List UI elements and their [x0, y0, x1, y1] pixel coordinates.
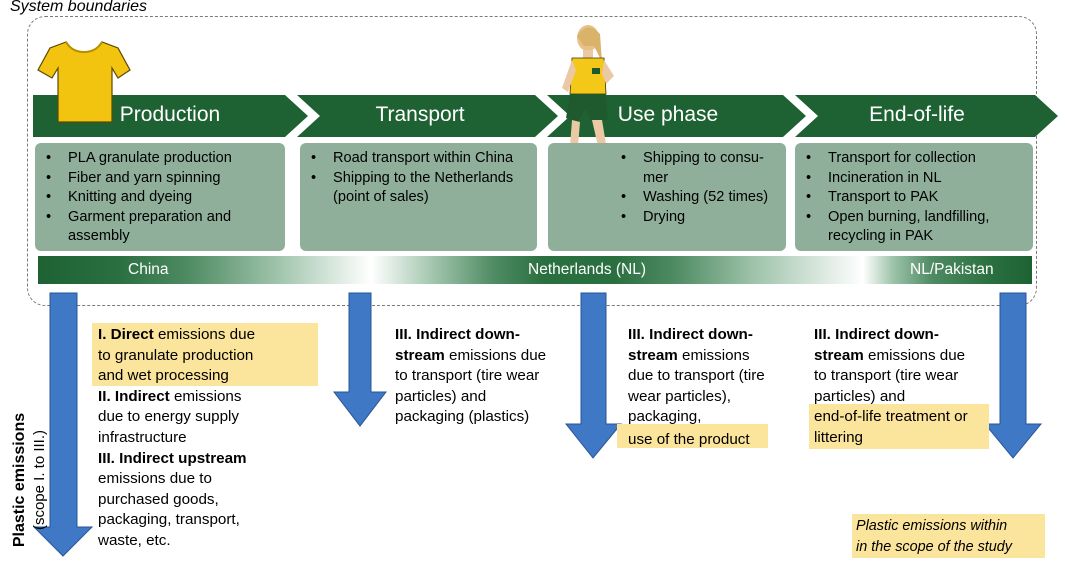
stage-label-production: Production [119, 103, 221, 126]
emission-scope-label: stream [814, 346, 864, 364]
legend-line: in the scope of the study [856, 538, 1012, 555]
stage-label-end-of-life: End-of-life [869, 103, 965, 126]
list-item: Shipping to consu-mer [621, 149, 780, 188]
list-item: Transport to PAK [806, 188, 1027, 208]
production-emissions-text: I. Direct emissions due to granulate pro… [98, 325, 338, 552]
list-item: Washing (52 times) [621, 188, 780, 208]
emission-text: emissions due [444, 346, 547, 364]
transport-emissions-text: III. Indirect down- stream emissions due… [395, 325, 575, 428]
legend-line: Plastic emissions within [856, 518, 1008, 534]
stage-chevron-eol [795, 95, 1058, 137]
stage-label-use-phase: Use phase [617, 103, 719, 126]
emission-scope-label: II. Indirect [98, 387, 170, 405]
list-item: PLA granulate production [46, 149, 279, 169]
emission-text: wear particles), [628, 387, 731, 405]
emission-text: purchased goods, [98, 490, 219, 508]
plastic-emissions-axis-label: Plastic emissions (scope I. to III.) [10, 410, 90, 550]
emission-text: particles) and [395, 387, 487, 405]
stage-chevron-use [547, 95, 806, 137]
emission-text: packaging, [628, 408, 702, 426]
production-card: PLA granulate production Fiber and yarn … [35, 143, 285, 251]
emission-text: emissions [169, 387, 242, 405]
end-of-life-emissions-text: III. Indirect down- stream emissions due… [814, 325, 994, 449]
emission-text: packaging (plastics) [395, 408, 530, 426]
emission-text: to transport (tire wear [395, 367, 540, 385]
emission-scope-label: stream [395, 346, 445, 364]
list-item: Transport for collection [806, 149, 1027, 169]
tshirt-icon [37, 41, 131, 123]
use-phase-card: Shipping to consu-mer Washing (52 times)… [548, 143, 786, 251]
list-item: Fiber and yarn spinning [46, 169, 279, 189]
list-item: Knitting and dyeing [46, 188, 279, 208]
arrow-use-phase-icon [564, 292, 623, 459]
emission-scope-label: I. Direct [98, 326, 154, 343]
list-item: Drying [621, 208, 780, 228]
emission-scope-label: III. Indirect down- [395, 326, 520, 343]
legend-box: Plastic emissions within in the scope of… [852, 514, 1045, 558]
emission-text: due to energy supply [98, 408, 240, 426]
arrow-transport-icon [332, 292, 388, 427]
emission-text: to granulate production [98, 346, 254, 364]
stage-chevron-transport [297, 95, 558, 137]
region-label-nl-pakistan: NL/Pakistan [910, 261, 994, 278]
emission-text: emissions [677, 346, 750, 364]
emission-text: emissions due [153, 326, 256, 343]
region-label-netherlands: Netherlands (NL) [528, 261, 647, 278]
emission-text: particles) and [814, 387, 906, 405]
emission-text: and wet processing [98, 367, 229, 385]
highlight-direct-emissions [92, 323, 318, 386]
use-phase-emissions-text: III. Indirect down- stream emissions due… [628, 325, 798, 451]
emission-scope-label: III. Indirect upstream [98, 449, 247, 467]
region-bar [38, 256, 1032, 284]
transport-card: Road transport within China Shipping to … [300, 143, 537, 251]
highlight-use-of-product [617, 424, 768, 448]
emission-text: end-of-life treatment or [814, 408, 968, 426]
emission-scope-label: III. Indirect down- [628, 326, 753, 343]
end-of-life-card: Transport for collection Incineration in… [795, 143, 1033, 251]
highlight-end-of-life [809, 404, 989, 449]
list-item: Incineration in NL [806, 169, 1027, 189]
emission-text: littering [814, 428, 863, 446]
emission-text: emissions due [863, 346, 966, 364]
emission-scope-label: stream [628, 346, 678, 364]
emission-text: emissions due to [98, 470, 212, 488]
stage-label-transport: Transport [375, 103, 465, 126]
emission-text: to transport (tire wear [814, 367, 959, 385]
emission-text: use of the product [628, 430, 750, 448]
arrow-production-icon [32, 292, 94, 557]
arrow-end-of-life-icon [983, 292, 1043, 459]
axis-label-sub: (scope I. to III.) [31, 429, 48, 531]
list-item: Garment preparation and assembly [46, 208, 279, 247]
emission-text: waste, etc. [98, 531, 171, 549]
region-label-china: China [128, 261, 169, 278]
emission-text: packaging, transport, [98, 511, 240, 529]
list-item: Shipping to the Netherlands (point of sa… [311, 169, 531, 208]
list-item: Road transport within China [311, 149, 531, 169]
emission-scope-label: III. Indirect down- [814, 326, 939, 343]
list-item: Open burning, landfilling, recycling in … [806, 208, 1027, 247]
system-boundaries-label: System boundaries [10, 0, 147, 15]
emission-text: infrastructure [98, 428, 187, 446]
emission-text: due to transport (tire [628, 367, 765, 385]
system-boundary-box [27, 16, 1037, 306]
axis-label-main: Plastic emissions [11, 412, 28, 548]
